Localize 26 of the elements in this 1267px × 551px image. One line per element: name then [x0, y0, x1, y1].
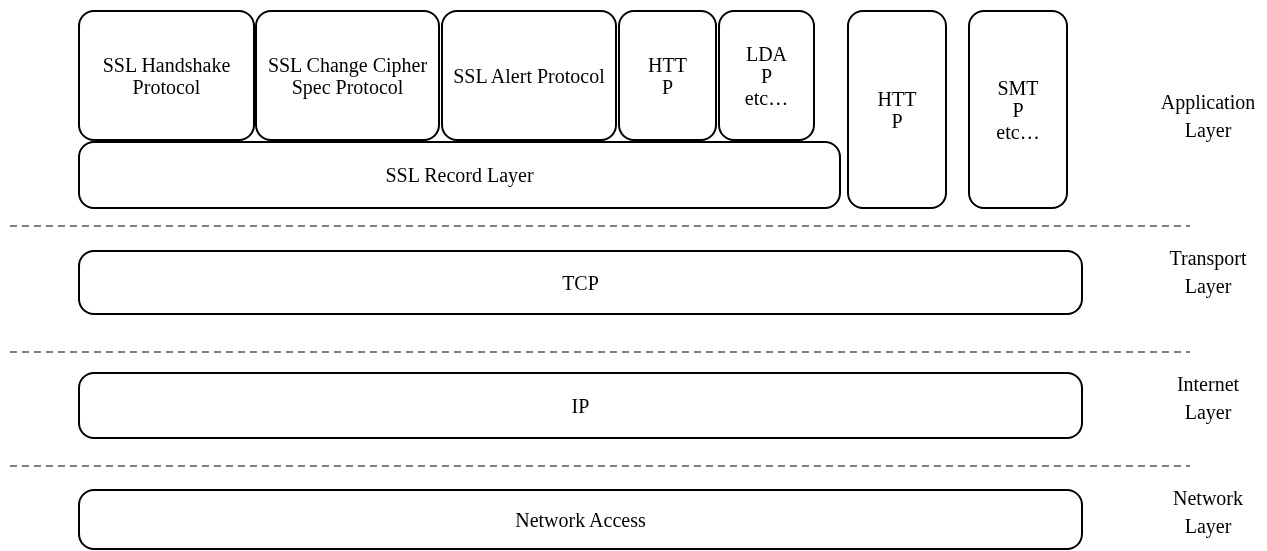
protocol-label: HTTP [876, 87, 918, 132]
protocol-label: SSL Alert Protocol [453, 64, 605, 87]
protocol-box [78, 372, 1083, 439]
protocol-label: IP [571, 394, 590, 417]
protocol-box [718, 10, 815, 141]
layer-label: Network Layer [1172, 486, 1244, 540]
protocol-box [78, 250, 1083, 315]
protocol-box [968, 10, 1068, 209]
protocol-box [847, 10, 947, 209]
protocol-box [78, 10, 255, 141]
protocol-label: SSL Record Layer [385, 164, 534, 186]
protocol-label: SSL Change Cipher Spec Protocol [266, 53, 429, 98]
protocol-box [618, 10, 717, 141]
layer-label: Application Layer [1160, 90, 1256, 144]
protocol-label: LDAP etc… [743, 42, 790, 109]
protocol-label: Network Access [515, 508, 646, 531]
protocol-box [78, 489, 1083, 550]
protocol-box [255, 10, 440, 141]
protocol-label: HTTP [647, 53, 688, 98]
protocol-label: TCP [562, 271, 599, 294]
protocol-box [78, 141, 841, 209]
protocol-label: SMTP etc… [995, 76, 1041, 143]
layer-label: Transport Layer [1168, 246, 1248, 300]
protocol-label: SSL Handshake Protocol [101, 53, 232, 98]
protocol-box [441, 10, 617, 141]
layer-label: Internet Layer [1175, 372, 1241, 426]
